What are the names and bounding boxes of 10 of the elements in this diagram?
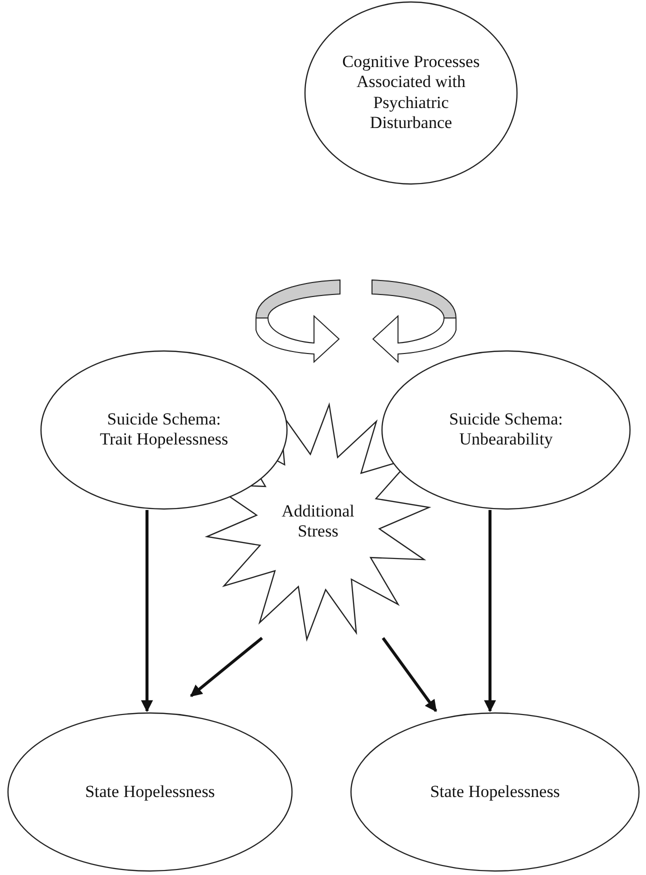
arrow — [141, 510, 153, 712]
node-label: Additional Stress — [280, 502, 356, 542]
node-label: Cognitive Processes Associated with Psychiatric Disturbance — [341, 52, 481, 134]
node-label: State Hopelessness — [429, 782, 561, 802]
node-label: State Hopelessness — [84, 782, 216, 802]
node-label: Suicide Schema: Unbearability — [448, 410, 564, 450]
node-label: Suicide Schema: Trait Hopelessness — [99, 410, 229, 450]
arrow — [190, 636, 263, 698]
arrow — [382, 637, 438, 712]
arrow — [484, 510, 496, 712]
